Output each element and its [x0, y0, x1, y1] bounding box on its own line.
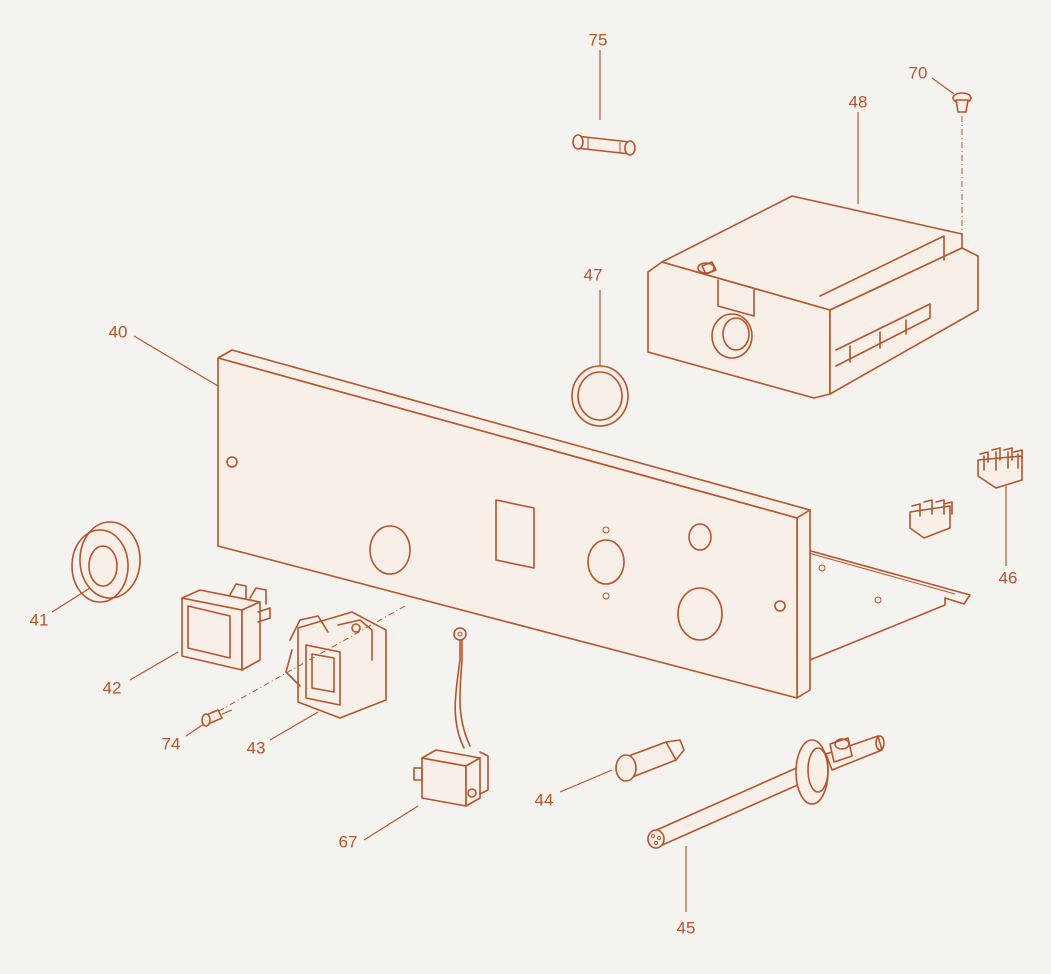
part-48-housing [647, 195, 979, 399]
leader-lines [51, 50, 1007, 912]
callout-45: 45 [676, 918, 696, 938]
part-41-grommet [71, 521, 141, 603]
callout-42: 42 [102, 678, 122, 698]
part-42-rocker-switch [181, 583, 271, 671]
part-74-screw [201, 709, 233, 727]
callout-74: 74 [161, 734, 181, 754]
callout-75: 75 [588, 30, 608, 50]
callout-40: 40 [108, 322, 128, 342]
callout-67: 67 [338, 832, 358, 852]
callout-41: 41 [29, 610, 49, 630]
part-67-sensor-module [413, 627, 489, 807]
callout-48: 48 [848, 92, 868, 112]
part-75-fuse [572, 134, 636, 156]
callout-46: 46 [998, 568, 1018, 588]
part-45-probe [647, 735, 885, 849]
part-46-terminal-blocks [909, 447, 1023, 539]
part-70-screw [952, 92, 972, 113]
part-43-fuse-holder [285, 611, 387, 719]
part-40-control-panel [217, 349, 971, 699]
callout-44: 44 [534, 790, 554, 810]
part-47-grommet-ring [571, 365, 629, 427]
part-44-indicator-lamp [615, 739, 685, 782]
callout-43: 43 [246, 738, 266, 758]
callout-47: 47 [583, 265, 603, 285]
callout-70: 70 [908, 63, 928, 83]
